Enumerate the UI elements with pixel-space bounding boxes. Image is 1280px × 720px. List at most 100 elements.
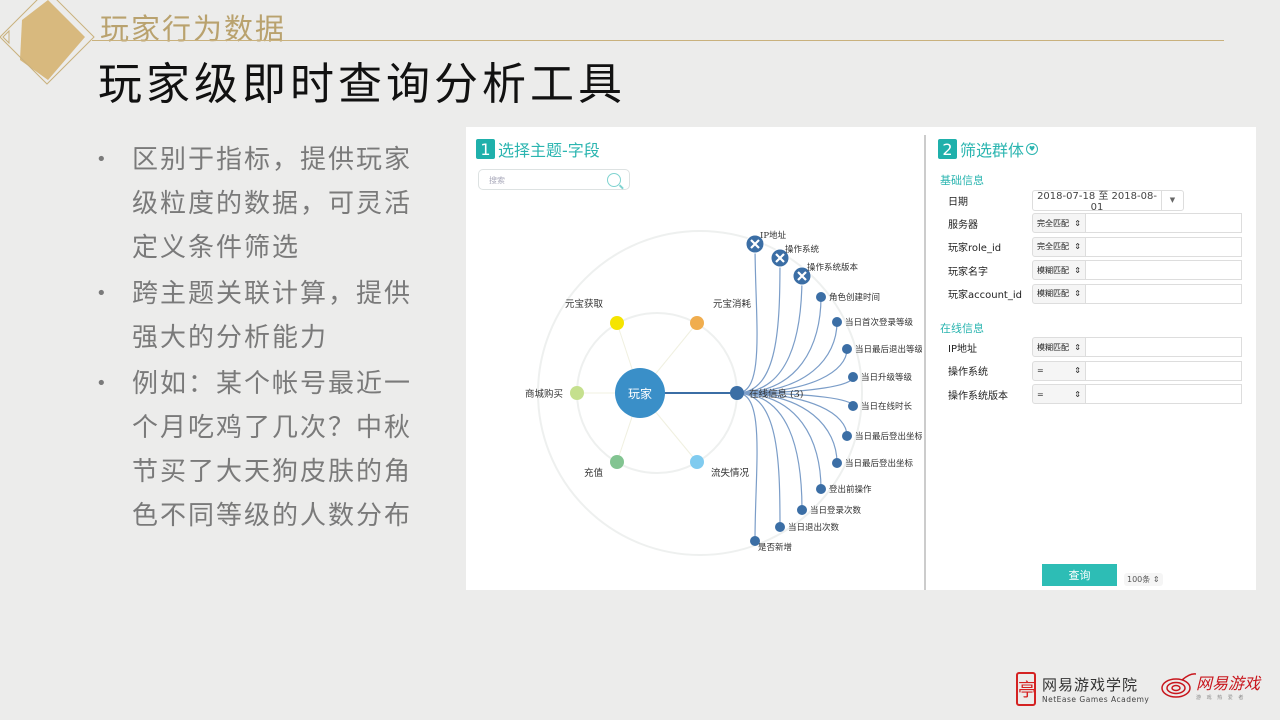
filter-value-input[interactable] [1086, 260, 1242, 280]
topic-field-graph: 玩家元宝获取元宝消耗商城购买充值流失情况在线信息 (3)IP地址操作系统操作系统… [525, 230, 922, 556]
topic-node[interactable] [730, 386, 744, 400]
topic-node[interactable] [610, 316, 624, 330]
center-node[interactable] [615, 368, 665, 418]
match-type-value: 模糊匹配 [1037, 289, 1069, 298]
filter-row: 玩家role_id 完全匹配⇕ [948, 236, 1248, 257]
field-node[interactable] [816, 484, 826, 494]
limit-select[interactable]: 100条 ⇕ [1124, 573, 1163, 586]
date-range-picker[interactable]: 2018-07-18 至 2018-08-01▼ [1032, 189, 1184, 213]
query-button[interactable]: 查询 [1042, 564, 1117, 586]
field-link [736, 296, 822, 394]
bullet-item: •跨主题关联计算，提供强大的分析能力 [96, 272, 436, 360]
filter-row: IP地址 模糊匹配 ⇕ [948, 337, 1248, 357]
field-node[interactable] [775, 522, 785, 532]
bullet-text: 例如：某个帐号最近一个月吃鸡了几次？中秋节买了大天狗皮肤的角色不同等级的人数分布 [132, 369, 413, 531]
step-number: 2 [938, 139, 957, 159]
field-label: 当日首次登录等级 [845, 317, 914, 328]
field-label: 角色创建时间 [829, 292, 880, 303]
field-label: 玩家名字 [948, 266, 988, 278]
filter-value-input[interactable] [1086, 283, 1242, 304]
step2-header: 2 筛选群体 ♥ [938, 137, 1039, 161]
filter-row: 玩家名字 模糊匹配⇕ [948, 260, 1248, 280]
filter-value-input[interactable] [1086, 337, 1242, 357]
field-link [736, 348, 848, 394]
academy-seal-icon: 亭 [1016, 672, 1036, 706]
academy-name-en: NetEase Games Academy [1042, 695, 1150, 704]
field-label: 操作系统 [785, 244, 820, 255]
field-label: IP地址 [948, 343, 977, 355]
field-label: 操作系统版本 [807, 262, 859, 273]
match-type-select[interactable]: =⇕ [1032, 360, 1086, 381]
field-link [736, 392, 781, 528]
caret-down-icon[interactable]: ▼ [1161, 190, 1183, 210]
field-label: 当日最后登出坐标 [845, 458, 914, 469]
field-link [736, 392, 758, 542]
bullet-item: •区别于指标，提供玩家级粒度的数据，可灵活定义条件筛选 [96, 138, 436, 270]
field-label: 当日最后登出坐标 [855, 431, 922, 442]
match-type-select[interactable]: 模糊匹配⇕ [1032, 260, 1086, 280]
field-link [736, 321, 838, 394]
topic-label: 流失情况 [711, 467, 750, 479]
section-subtitle: 玩家行为数据 [100, 12, 287, 46]
select-arrows-icon: ⇕ [1074, 242, 1081, 251]
match-type-value: 模糊匹配 [1037, 342, 1069, 352]
topic-node[interactable] [610, 455, 624, 469]
match-type-select[interactable]: =⇕ [1032, 384, 1086, 404]
topic-node[interactable] [570, 386, 584, 400]
search-input[interactable]: 搜索 [478, 169, 630, 190]
field-link [736, 392, 803, 511]
netease-games-logo: 网易游戏游 戏 热 爱 者 [1160, 670, 1260, 701]
filter-value-input[interactable] [1086, 360, 1242, 381]
topic-node[interactable] [690, 455, 704, 469]
topic-label: 商城购买 [525, 388, 563, 400]
topic-node[interactable] [690, 316, 704, 330]
match-type-value: = [1037, 366, 1044, 375]
select-arrows-icon: ⇕ [1074, 265, 1081, 275]
field-label: 当日最后退出等级 [855, 344, 922, 355]
match-type-select[interactable]: 模糊匹配⇕ [1032, 283, 1086, 304]
field-label: 玩家account_id [948, 290, 1022, 301]
bullet-marker: • [96, 149, 107, 170]
field-node[interactable] [848, 372, 858, 382]
field-node[interactable] [797, 505, 807, 515]
select-arrows-icon: ⇕ [1074, 342, 1081, 352]
field-node[interactable] [832, 317, 842, 327]
filter-value-input[interactable] [1086, 236, 1242, 257]
filter-row: 操作系统 =⇕ [948, 360, 1248, 381]
filter-row: 玩家account_id 模糊匹配⇕ [948, 283, 1248, 304]
date-row: 日期 2018-07-18 至 2018-08-01▼ [948, 189, 1248, 213]
search-icon[interactable] [607, 173, 621, 187]
select-arrows-icon: ⇕ [1074, 366, 1081, 375]
field-link [736, 392, 838, 464]
match-type-value: = [1037, 389, 1044, 399]
academy-name: 网易游戏学院 [1042, 676, 1139, 694]
heart-dropdown-icon[interactable]: ♥ [1026, 143, 1039, 155]
match-type-select[interactable]: 完全匹配⇕ [1032, 213, 1086, 233]
match-type-select[interactable]: 完全匹配⇕ [1032, 236, 1086, 257]
query-tool-screenshot: 1 选择主题-字段 搜索 玩家元宝获取元宝消耗商城购买充值流失情况在线信息 (3… [466, 127, 1256, 590]
field-node[interactable] [750, 536, 760, 546]
remove-x-icon[interactable] [775, 253, 785, 263]
field-label: 日期 [948, 196, 968, 208]
field-node[interactable] [842, 344, 852, 354]
bullet-item: •例如：某个帐号最近一个月吃鸡了几次？中秋节买了大天狗皮肤的角色不同等级的人数分… [96, 362, 436, 538]
filter-row: 服务器 完全匹配⇕ [948, 213, 1248, 233]
bullet-list: •区别于指标，提供玩家级粒度的数据，可灵活定义条件筛选 •跨主题关联计算，提供强… [96, 138, 436, 540]
topic-label: 元宝获取 [565, 298, 604, 310]
remove-x-icon[interactable] [797, 271, 807, 281]
step-title: 筛选群体 [960, 141, 1025, 160]
field-node[interactable] [842, 431, 852, 441]
brand-name: 网易游戏 [1196, 674, 1261, 693]
filter-row: 操作系统版本 =⇕ [948, 384, 1248, 404]
match-type-select[interactable]: 模糊匹配 ⇕ [1032, 337, 1086, 357]
remove-x-icon[interactable] [750, 239, 760, 249]
field-label: 登出前操作 [829, 484, 872, 495]
topic-label: 充值 [584, 467, 604, 479]
field-node[interactable] [832, 458, 842, 468]
filter-value-input[interactable] [1086, 213, 1242, 233]
filter-value-input[interactable] [1086, 384, 1242, 404]
step-number: 1 [476, 139, 495, 159]
field-node[interactable] [848, 401, 858, 411]
field-node[interactable] [816, 292, 826, 302]
